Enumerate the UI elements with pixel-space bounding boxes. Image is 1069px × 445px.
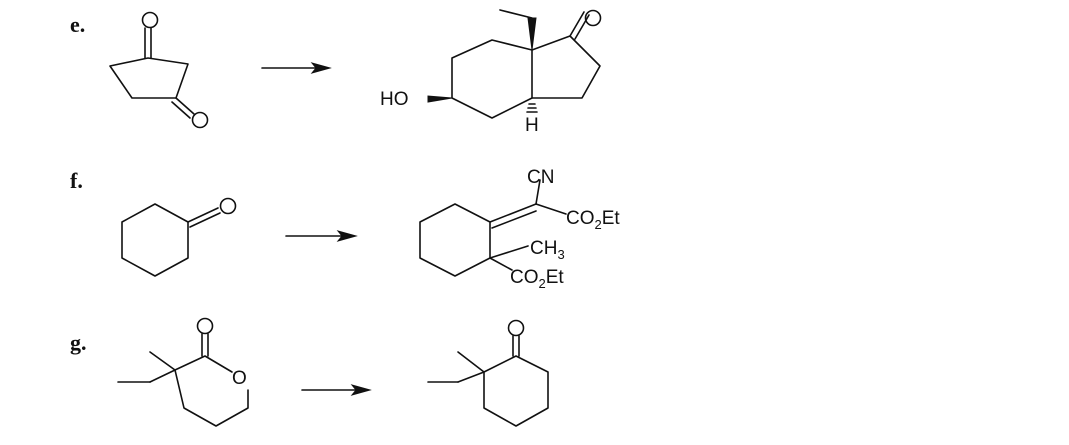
ester-label-1: CO2Et [566,208,620,232]
reaction-f-arrow [285,230,358,242]
hydroxyl-label: HO [380,89,409,110]
reaction-g-arrow [301,384,372,396]
carbonyl-oxygen [219,197,237,215]
carbonyl-oxygen-top [141,11,159,29]
reaction-e-arrow [261,62,332,74]
reaction-e-reactant-cyclopentanedione [109,11,209,129]
reaction-g-product-cyclohexanone [427,319,549,427]
reaction-label-f: f. [70,168,83,193]
ketone-oxygen [584,9,602,27]
reaction-label-g: g. [70,330,87,355]
ester-label-2: CO2Et [510,267,564,291]
methyl-label: CH3 [530,238,565,262]
reaction-label-e: e. [70,12,86,37]
hydrogen-label: H [525,115,539,136]
ring-oxygen-label: O [232,368,247,389]
reaction-e-product-hydrindanone: HO H [380,9,602,136]
carbonyl-oxygen [507,319,525,337]
nitrile-label: CN [527,167,554,188]
reaction-f-reactant-cyclohexanone [121,197,237,277]
reaction-f-product: CN CO2Et CH3 CO2Et [419,167,620,291]
carbonyl-oxygen [196,317,214,335]
carbonyl-oxygen-right [191,111,209,129]
reaction-g-reactant-lactone: O [117,317,249,427]
